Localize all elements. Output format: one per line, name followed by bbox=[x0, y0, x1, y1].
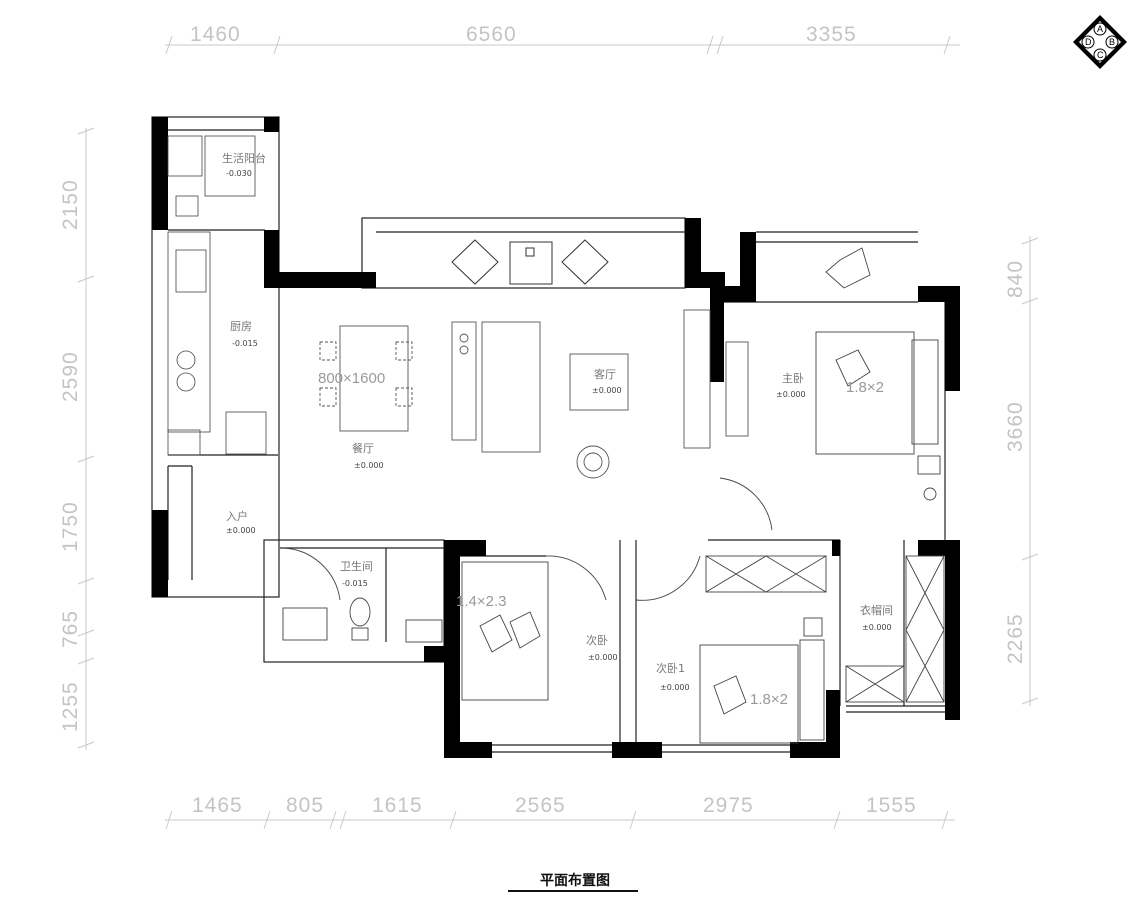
bed3-name: 次卧1 bbox=[656, 661, 685, 675]
bedroom3-fixtures bbox=[635, 555, 827, 744]
bottom-dim-2: 805 bbox=[286, 794, 324, 817]
right-dim-1: 840 bbox=[1004, 260, 1027, 298]
title-underline bbox=[508, 890, 638, 892]
living-label: 客厅 ±0.000 bbox=[592, 367, 622, 395]
bed2-name: 次卧 bbox=[586, 633, 608, 647]
balcony-name: 生活阳台 bbox=[222, 151, 266, 165]
left-dim-4: 765 bbox=[59, 610, 82, 648]
top-dim-3: 3355 bbox=[806, 23, 857, 46]
master-bed bbox=[719, 247, 941, 531]
left-dim-5: 1255 bbox=[59, 681, 82, 732]
balcony-label: 生活阳台 -0.030 bbox=[222, 151, 266, 178]
right-dim-2: 3660 bbox=[1004, 401, 1027, 452]
right-dim-3: 2265 bbox=[1004, 613, 1027, 664]
sofa-set bbox=[451, 309, 749, 479]
bay-window-decor bbox=[451, 239, 609, 285]
master-name: 主卧 bbox=[782, 372, 804, 385]
kitchen-label: 厨房 -0.015 bbox=[230, 320, 258, 348]
bottom-dim-3: 1615 bbox=[372, 794, 423, 817]
dining-label: 餐厅 ±0.000 bbox=[352, 441, 384, 470]
dining-table bbox=[319, 325, 413, 432]
cloak-label: 衣帽间 ±0.000 bbox=[860, 603, 893, 632]
entrance-name: 入户 bbox=[226, 509, 248, 523]
structural-walls bbox=[152, 117, 960, 758]
bed3-label: 次卧1 ±0.000 bbox=[656, 661, 690, 692]
cloak-name: 衣帽间 bbox=[860, 603, 893, 617]
master-bed-size: 1.8×2 bbox=[846, 379, 884, 396]
cloak-elev: ±0.000 bbox=[862, 623, 892, 632]
bedroom2-bed bbox=[461, 555, 607, 701]
bottom-dimension-line bbox=[165, 810, 955, 830]
living-name: 客厅 bbox=[594, 367, 616, 381]
bathroom-fixtures bbox=[282, 547, 443, 643]
dining-name: 餐厅 bbox=[352, 441, 374, 455]
bottom-dim-1: 1465 bbox=[192, 794, 243, 817]
dining-elev: ±0.000 bbox=[354, 461, 384, 470]
bed2-size: 1.4×2.3 bbox=[456, 593, 506, 610]
left-dim-3: 1750 bbox=[59, 501, 82, 552]
top-dimension-line bbox=[165, 35, 960, 55]
top-dim-2: 6560 bbox=[466, 23, 517, 46]
bed2-elev: ±0.000 bbox=[588, 653, 618, 662]
kitchen-elev: -0.015 bbox=[232, 339, 258, 348]
balcony-elev: -0.030 bbox=[226, 169, 252, 178]
kitchen-name: 厨房 bbox=[230, 320, 252, 333]
bath-name: 卫生间 bbox=[340, 559, 373, 573]
cloakroom-fixtures bbox=[845, 555, 945, 703]
drawing-title: 平面布置图 bbox=[540, 873, 610, 889]
bottom-dim-5: 2975 bbox=[703, 794, 754, 817]
kitchen-fixtures bbox=[167, 135, 267, 456]
bed2-label: 次卧 ±0.000 bbox=[586, 633, 618, 662]
compass-b: B bbox=[1109, 37, 1115, 47]
master-label: 主卧 ±0.000 bbox=[776, 372, 806, 399]
entrance-elev: ±0.000 bbox=[226, 526, 256, 535]
compass-c: C bbox=[1097, 50, 1104, 60]
bath-elev: -0.015 bbox=[342, 579, 368, 588]
bottom-dim-4: 2565 bbox=[515, 794, 566, 817]
master-elev: ±0.000 bbox=[776, 390, 806, 399]
dining-table-size: 800×1600 bbox=[318, 370, 385, 387]
bed3-elev: ±0.000 bbox=[660, 683, 690, 692]
left-dim-1: 2150 bbox=[59, 179, 82, 230]
compass-d: D bbox=[1085, 37, 1092, 47]
wall-lines bbox=[151, 116, 946, 753]
living-elev: ±0.000 bbox=[592, 386, 622, 395]
bed3-size: 1.8×2 bbox=[750, 691, 788, 708]
bottom-dim-6: 1555 bbox=[866, 794, 917, 817]
entrance-label: 入户 ±0.000 bbox=[226, 509, 256, 535]
bath-label: 卫生间 -0.015 bbox=[340, 559, 373, 588]
left-dim-2: 2590 bbox=[59, 351, 82, 402]
right-dimension-line bbox=[1021, 236, 1039, 706]
compass-a: A bbox=[1097, 24, 1103, 34]
top-dim-1: 1460 bbox=[190, 23, 241, 46]
compass-icon: A B C D bbox=[1073, 15, 1127, 69]
left-dimension-line bbox=[77, 127, 95, 750]
